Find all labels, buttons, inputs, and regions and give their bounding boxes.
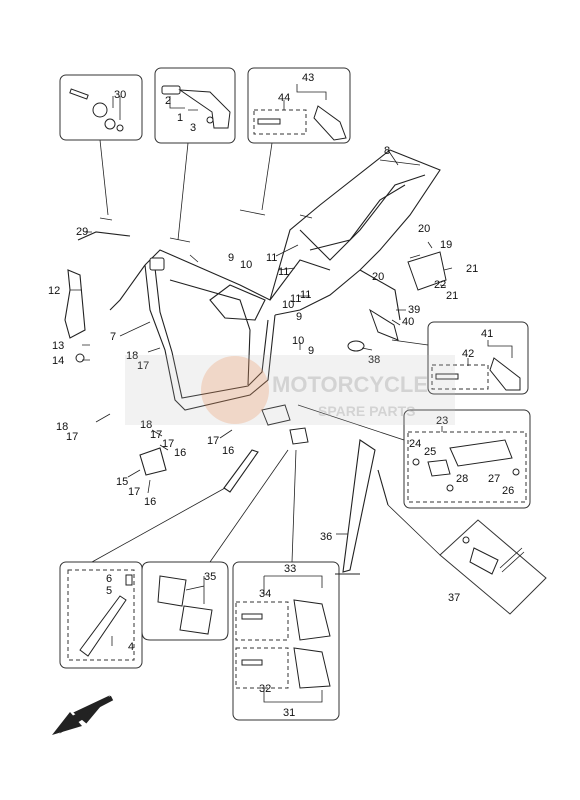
callout-20a: 20 [418,223,430,235]
callout-24: 24 [409,438,421,450]
callout-25: 25 [424,446,436,458]
main-callouts: 8 29 12 7 13 14 18 17 18 17 18 17 17 16 … [48,145,478,543]
inset-23-28: 23 24 25 28 27 26 [297,404,531,509]
callout-7: 7 [110,331,116,343]
callout-17f: 17 [207,435,219,447]
callout-28: 28 [456,473,468,485]
inset-1-2-3: 2 1 3 [154,67,236,241]
callout-31: 31 [283,707,295,719]
callout-30: 30 [114,89,126,101]
callout-15: 15 [116,476,128,488]
callout-32: 32 [259,683,271,695]
callout-1: 1 [177,112,183,124]
callout-12: 12 [48,285,60,297]
callout-21b: 21 [446,290,458,302]
leader-lines [70,149,453,535]
inset-30: 30 [59,74,143,216]
callout-41: 41 [481,328,493,340]
callout-18b: 18 [56,421,68,433]
callout-9c: 9 [308,345,314,357]
callout-17d: 17 [162,438,174,450]
callout-10b: 10 [282,299,294,311]
callout-21a: 21 [466,263,478,275]
callout-3: 3 [190,122,196,134]
callout-33: 33 [284,563,296,575]
inset-31-34: 33 34 32 31 [232,449,340,721]
watermark: MOTORCYCLE SPARE PARTS [125,355,455,425]
callout-8: 8 [384,145,390,157]
callout-22: 22 [434,279,446,291]
callout-16c: 16 [222,445,234,457]
front-direction-arrow-icon [52,695,114,735]
callout-14: 14 [52,355,64,367]
callout-17e: 17 [128,486,140,498]
inset-37: 37 [387,504,547,615]
frame-drawing [64,149,447,575]
callout-10c: 10 [292,335,304,347]
callout-5: 5 [106,585,112,597]
callout-11c: 11 [290,293,301,305]
callout-34: 34 [259,588,271,600]
callout-18c: 18 [140,419,152,431]
callout-11d: 11 [300,289,311,301]
callout-29: 29 [76,226,88,238]
callout-16b: 16 [144,496,156,508]
callout-36: 36 [320,531,332,543]
callout-17a: 17 [137,360,149,372]
callout-20b: 20 [372,271,384,283]
callout-9b: 9 [296,311,302,323]
callout-6: 6 [106,573,112,585]
inset-35: 35 [141,449,289,641]
inset-43-44: 43 44 [247,67,351,211]
callout-27: 27 [488,473,500,485]
callout-2: 2 [165,95,171,107]
callout-16a: 16 [174,447,186,459]
callout-11a: 11 [266,252,277,264]
callout-17c: 17 [150,429,162,441]
callout-26: 26 [502,485,514,497]
watermark-line2: SPARE PARTS [318,403,416,419]
callout-4: 4 [128,641,134,653]
callout-38: 38 [368,354,380,366]
watermark-logo-icon [201,356,269,424]
watermark-line1: MOTORCYCLE [272,372,428,397]
inset-4-5-6: 6 5 4 [59,487,226,669]
callout-39: 39 [408,304,420,316]
callout-11b: 11 [278,266,289,278]
callout-43: 43 [302,72,314,84]
callout-13: 13 [52,340,64,352]
callout-10a: 10 [240,259,252,271]
callout-23: 23 [436,415,448,427]
callout-37: 37 [448,592,460,604]
callout-40: 40 [402,316,414,328]
callout-18a: 18 [126,350,138,362]
callout-17b: 17 [66,431,78,443]
inset-41-42: 41 42 [391,321,529,395]
callout-42: 42 [462,348,474,360]
callout-35: 35 [204,571,216,583]
callout-44: 44 [278,92,290,104]
callout-19: 19 [440,239,452,251]
callout-9a: 9 [228,252,234,264]
